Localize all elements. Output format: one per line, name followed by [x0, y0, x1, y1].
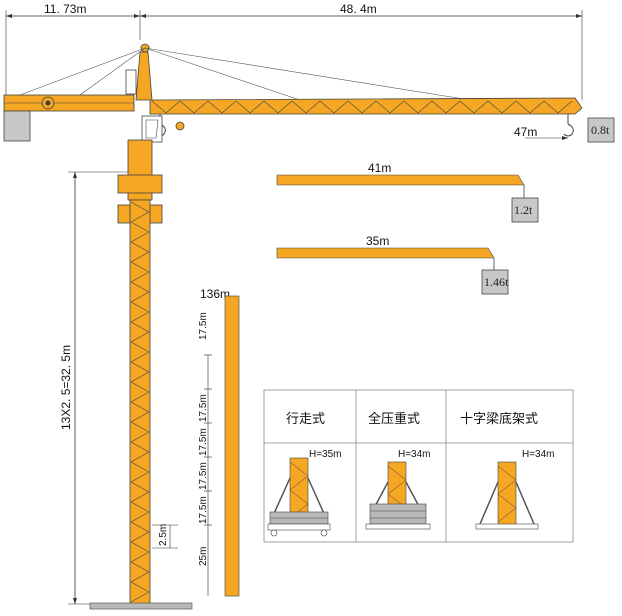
mast-height-label: 13X2. 5=32. 5m — [59, 345, 73, 430]
travelling-base-drawing — [267, 457, 331, 537]
tower-mast — [89, 139, 193, 610]
segment-label-1: 17.5m — [198, 312, 209, 340]
load-35m: 35m 1.46t — [276, 234, 509, 295]
counter-jib — [3, 69, 137, 142]
load-weight-146: 1.46t — [484, 275, 509, 289]
mast-dimension: 13X2. 5=32. 5m — [59, 171, 128, 605]
height-cross-beam: H=34m — [522, 449, 555, 460]
height-travelling: H=35m — [309, 449, 342, 460]
load-47m: 47m 0.8t — [514, 117, 615, 143]
load-41m: 41m 1.2t — [276, 161, 539, 223]
height-full-ballast: H=34m — [398, 449, 431, 460]
counter-jib-length: 11. 73m — [44, 2, 86, 16]
full-ballast-base-drawing — [365, 461, 431, 530]
segment-label-5: 17.5m — [198, 496, 209, 524]
mast-section-dimension: 2.5m — [152, 524, 178, 549]
top-dimensions: 11. 73m 48. 4m — [5, 2, 583, 100]
header-full-ballast: 全压重式 — [368, 411, 420, 427]
mast-base — [89, 602, 193, 610]
base-types-table: 行走式 全压重式 十字梁底架式 H=35m H=34m H=34m — [263, 389, 574, 543]
segment-label-2: 17.5m — [198, 394, 209, 422]
load-radius-47: 47m — [514, 125, 537, 139]
main-jib-length: 48. 4m — [340, 2, 377, 16]
segment-label-4: 17.5m — [198, 462, 209, 490]
load-weight-12: 1.2t — [514, 203, 533, 217]
mast-section-label: 2.5m — [158, 524, 169, 546]
cross-beam-base-drawing — [475, 461, 539, 530]
max-height-column: 136m 17.5m — [198, 287, 240, 597]
max-height-label: 136m — [200, 287, 230, 301]
segment-label-3: 17.5m — [198, 428, 209, 456]
header-travelling: 行走式 — [286, 412, 325, 427]
main-jib — [149, 97, 583, 137]
base-height-label: 25m — [198, 547, 209, 566]
header-cross-beam: 十字梁底架式 — [460, 411, 538, 427]
segment-labels: 17.5m 17.5m 17.5m 17.5m — [198, 394, 209, 524]
operator-cab — [141, 115, 163, 143]
tower-head — [19, 43, 471, 101]
load-radius-35: 35m — [366, 234, 389, 248]
load-radius-41: 41m — [368, 161, 391, 175]
load-weight-08: 0.8t — [591, 123, 610, 137]
counterweight — [3, 110, 31, 142]
